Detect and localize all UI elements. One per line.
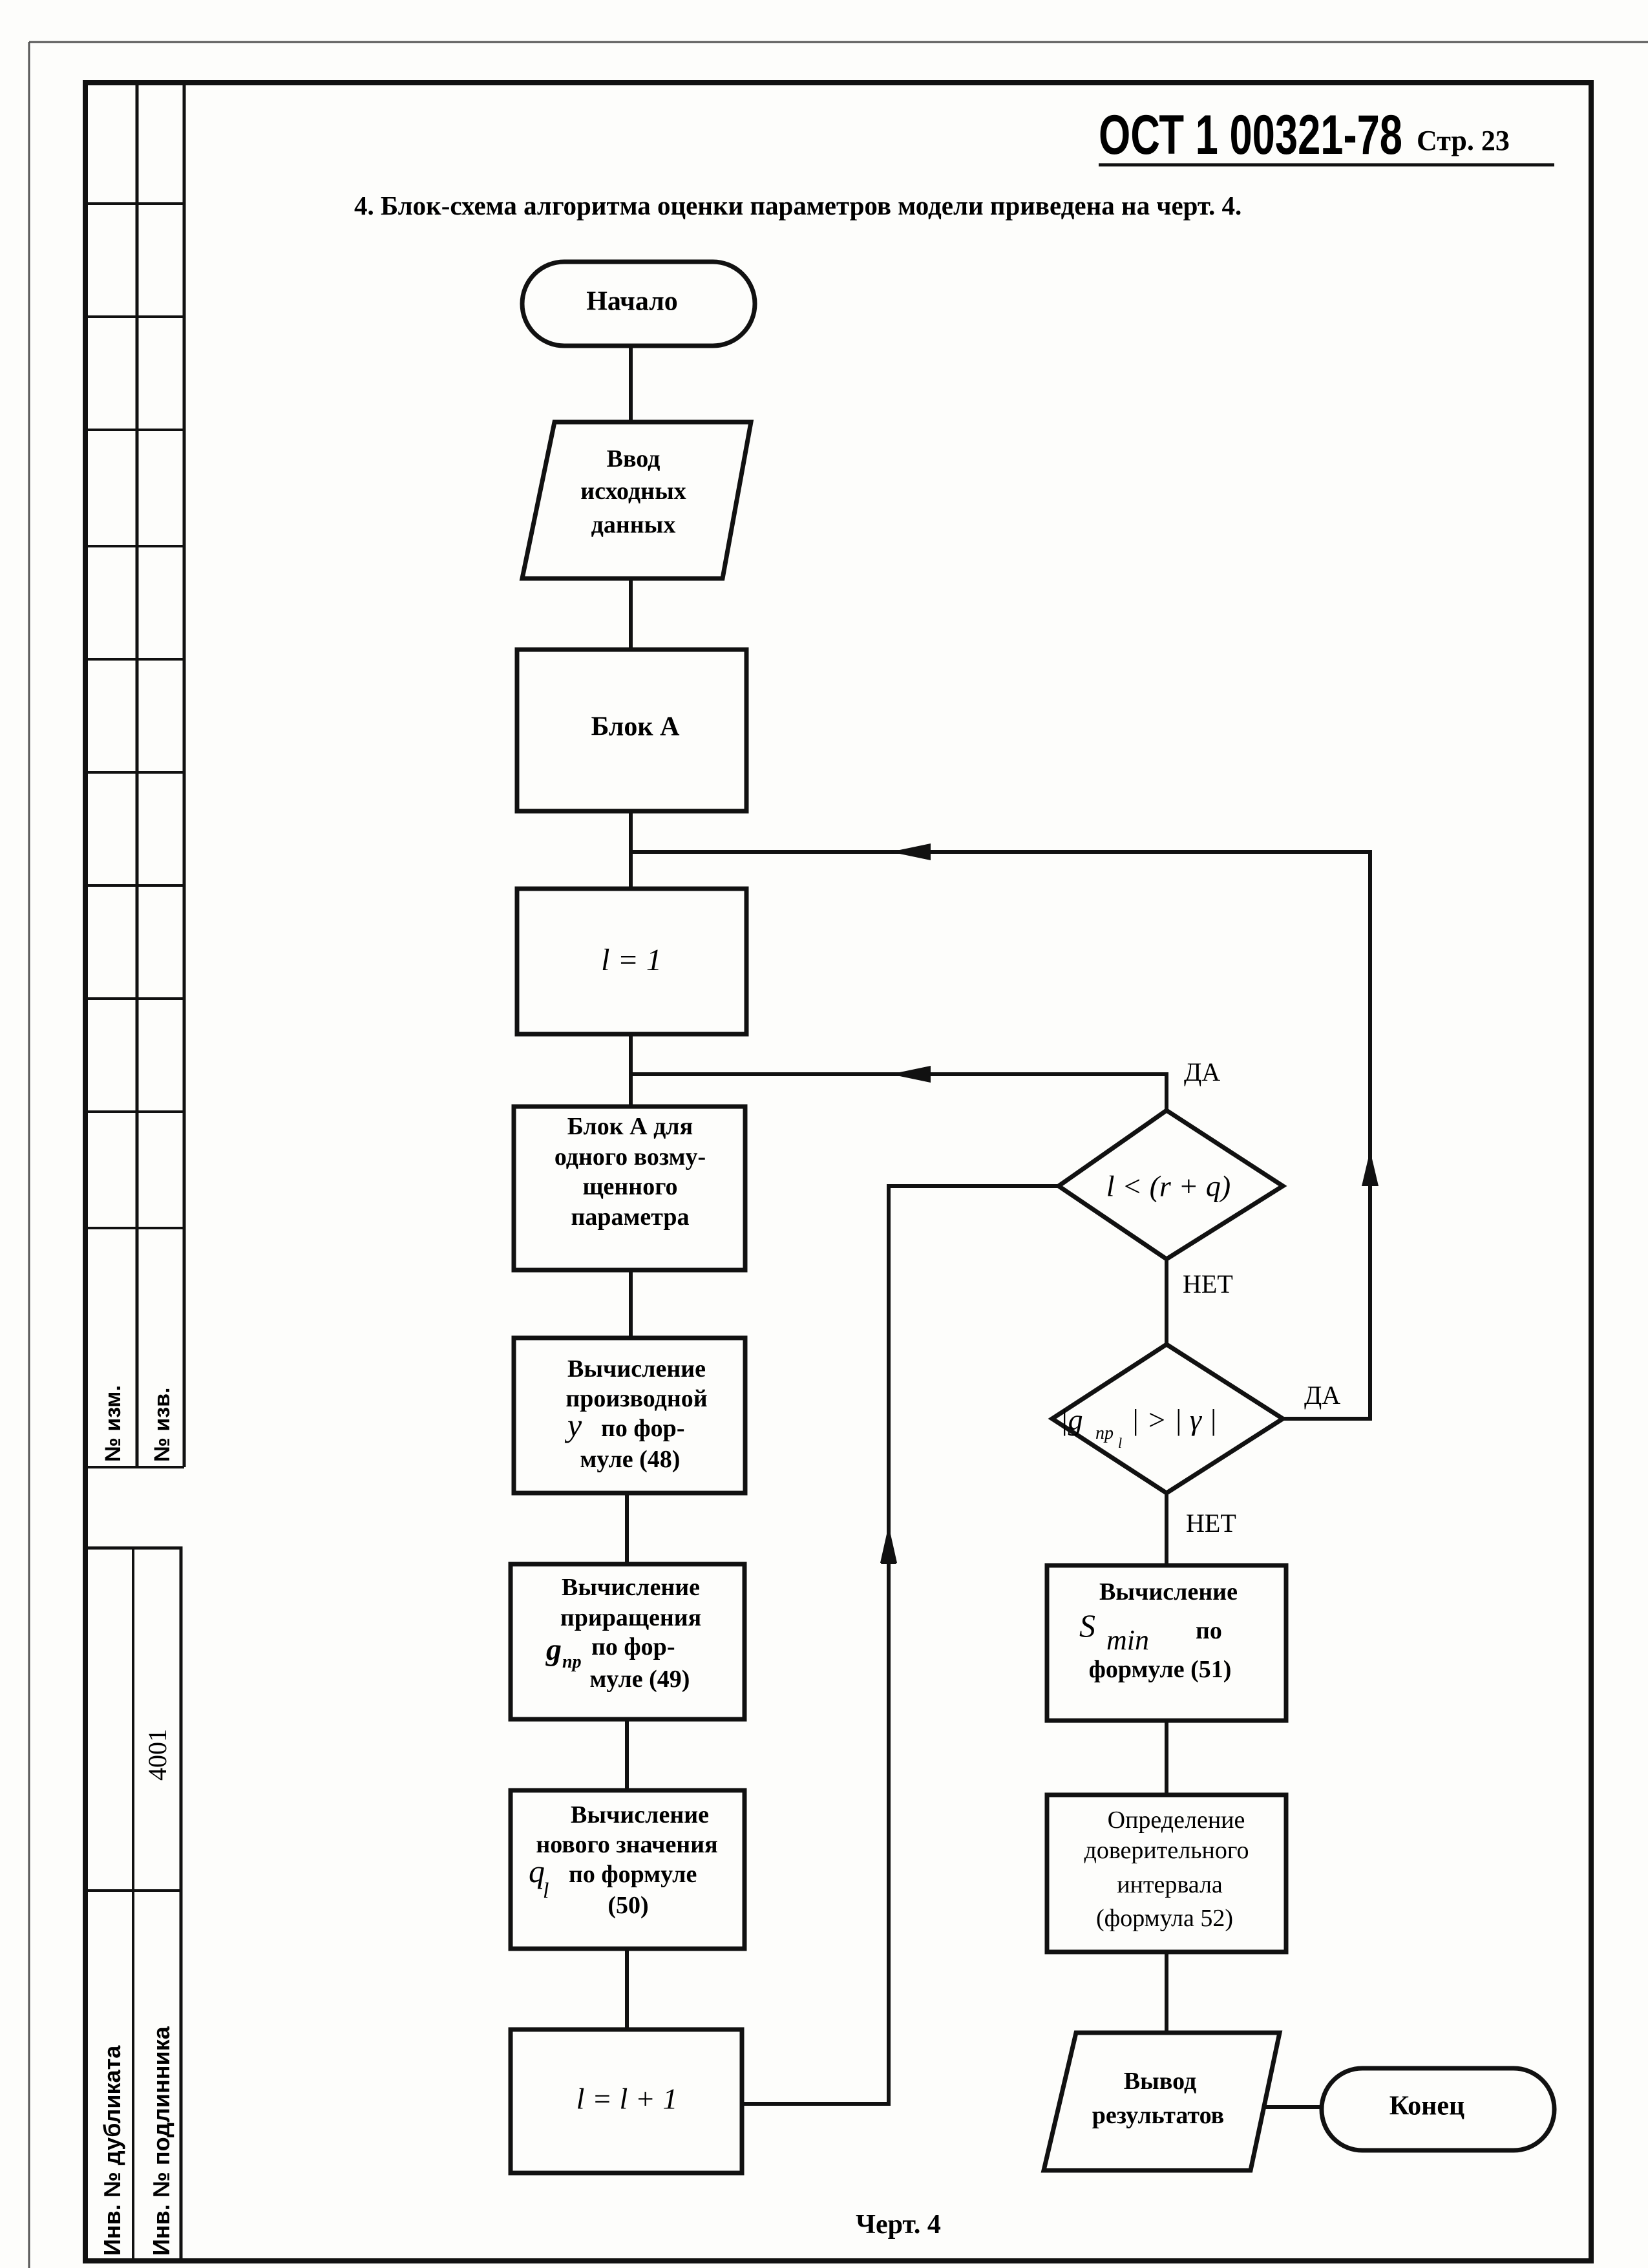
increment-l4: муле (49) <box>590 1666 690 1693</box>
no-label-1: НЕТ <box>1183 1269 1233 1298</box>
smin-l2: по <box>1196 1617 1222 1644</box>
confidence-l4: (формула 52) <box>1096 1905 1233 1932</box>
intro-text: 4. Блок-схема алгоритма оценки параметро… <box>354 191 1241 220</box>
stamp-orig-inv: Инв. № подлинника <box>148 2026 174 2256</box>
new-value-subscript: l <box>543 1879 549 1903</box>
start-terminal <box>520 259 757 348</box>
derivative-l4: муле (48) <box>580 1446 681 1473</box>
stamp-orig-inv-value: 4001 <box>143 1729 172 1781</box>
new-value-l3: по формуле <box>569 1861 697 1888</box>
flow-arrowheads <box>880 843 1379 1564</box>
condition-threshold-diamond <box>1048 1341 1287 1496</box>
stamp-dup-inv: Инв. № дубликата <box>99 2045 125 2256</box>
input-block <box>519 419 754 581</box>
confidence-l3: интервала <box>1117 1871 1223 1898</box>
output-l2: результатов <box>1092 2102 1224 2129</box>
increment-subscript: пр <box>562 1652 582 1672</box>
condition-threshold-subscript: пр <box>1095 1423 1114 1443</box>
block-a <box>514 647 749 814</box>
flow-connectors <box>625 346 1372 2109</box>
input-label-2: исходных <box>580 478 686 505</box>
no-label-2: НЕТ <box>1186 1509 1236 1538</box>
stamp-notice-no: № изв. <box>150 1388 174 1463</box>
confidence-l1: Определение <box>1108 1807 1245 1834</box>
input-label-1: Ввод <box>607 445 660 472</box>
increment-block <box>508 1562 747 1722</box>
condition-loop-diamond <box>1054 1107 1287 1262</box>
increment-symbol: g <box>545 1633 562 1667</box>
derivative-l1: Вычисление <box>567 1355 706 1383</box>
stamp-change-no: № изм. <box>101 1385 125 1462</box>
smin-subscript: min <box>1106 1624 1149 1656</box>
block-a-one-1: Блок А для <box>567 1113 693 1140</box>
start-label: Начало <box>586 287 678 317</box>
block-a-one-param <box>511 1104 748 1273</box>
condition-threshold-subsubscript: l <box>1118 1435 1122 1451</box>
confidence-block <box>1044 1792 1289 1955</box>
yes-label-1: ДА <box>1184 1057 1220 1086</box>
init-l-label: l = 1 <box>601 943 662 977</box>
smin-block <box>1044 1563 1289 1723</box>
derivative-l3: по фор- <box>601 1415 684 1442</box>
smin-l1: Вычисление <box>1099 1578 1238 1606</box>
smin-l3: формуле (51) <box>1089 1656 1232 1683</box>
block-a-one-4: параметра <box>571 1203 689 1231</box>
derivative-symbol: y <box>564 1407 582 1443</box>
new-value-symbol: q <box>529 1853 545 1889</box>
input-label-3: данных <box>591 511 676 538</box>
derivative-l2: производной <box>565 1385 707 1412</box>
condition-threshold-tail: | > | γ | <box>1131 1403 1217 1436</box>
block-a-one-2: одного возму- <box>555 1143 706 1171</box>
output-block <box>1041 2030 1283 2173</box>
increment-l1: Вычисление <box>562 1574 700 1601</box>
new-value-l1: Вычисление <box>571 1801 709 1828</box>
block-a-one-3: щенного <box>582 1173 677 1200</box>
new-value-l4: (50) <box>607 1892 648 1919</box>
output-l1: Вывод <box>1124 2068 1196 2095</box>
condition-threshold-head: |g <box>1060 1403 1083 1436</box>
end-label: Конец <box>1389 2092 1464 2121</box>
yes-label-2: ДА <box>1304 1381 1340 1410</box>
new-value-block <box>508 1788 747 1951</box>
condition-loop-label: l < (r + q) <box>1106 1170 1231 1203</box>
increment-l2: приращения <box>560 1604 701 1631</box>
incr-l-block <box>508 2027 745 2176</box>
init-l-block <box>514 886 749 1037</box>
end-terminal <box>1319 2066 1557 2153</box>
new-value-l2: нового значения <box>536 1831 717 1858</box>
doc-number: ОСТ 1 00321-78 <box>1099 104 1402 166</box>
smin-symbol: S <box>1079 1607 1095 1644</box>
page-number: Стр. 23 <box>1417 125 1510 156</box>
page-frame <box>83 80 1594 2263</box>
derivative-block <box>511 1335 748 1496</box>
block-a-label: Блок А <box>591 712 680 742</box>
incr-l-label: l = l + 1 <box>576 2083 678 2115</box>
stamp-column <box>83 83 186 2263</box>
figure-caption: Черт. 4 <box>856 2210 941 2240</box>
confidence-l2: доверительного <box>1084 1837 1249 1864</box>
increment-l3: по фор- <box>591 1633 675 1660</box>
